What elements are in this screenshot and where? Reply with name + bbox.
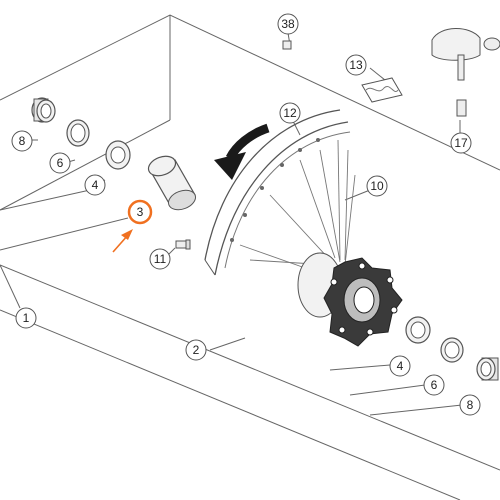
wheel-hub [297, 252, 403, 347]
svg-text:13: 13 [349, 58, 363, 72]
svg-text:38: 38 [281, 17, 295, 31]
callout-12: 12 [279, 102, 301, 124]
callout-13: 13 [345, 54, 367, 76]
leader-lines [0, 32, 463, 416]
svg-text:3: 3 [137, 205, 144, 219]
callout-6-right: 6 [423, 374, 445, 396]
callout-10: 10 [366, 175, 388, 197]
part-spacer-sleeve [147, 155, 197, 211]
svg-text:6: 6 [431, 378, 438, 392]
wheel-rim [204, 109, 351, 276]
callout-2: 2 [185, 339, 207, 361]
svg-text:6: 6 [57, 156, 64, 170]
part-seal-right [476, 357, 499, 381]
svg-text:8: 8 [19, 134, 26, 148]
part-bolt [175, 239, 191, 250]
callout-8-right: 8 [459, 394, 481, 416]
svg-text:12: 12 [283, 106, 297, 120]
part-seal-left [31, 97, 56, 123]
part-ring-right [440, 337, 464, 363]
callout-8-left: 8 [11, 130, 33, 152]
callout-17: 17 [450, 132, 472, 154]
part-bearing-right [405, 316, 431, 344]
svg-text:8: 8 [467, 398, 474, 412]
svg-text:4: 4 [397, 359, 404, 373]
callout-11: 11 [149, 248, 171, 270]
part-bearing-left [105, 140, 131, 170]
svg-text:4: 4 [92, 178, 99, 192]
part-ring-left [66, 119, 90, 147]
part-valve-cap [282, 40, 292, 50]
svg-text:17: 17 [454, 136, 468, 150]
svg-text:1: 1 [23, 311, 30, 325]
callout-38: 38 [277, 13, 299, 35]
diagram-frame [0, 14, 500, 500]
part-rim-band [361, 77, 403, 103]
callout-4-right: 4 [389, 355, 411, 377]
svg-text:10: 10 [370, 179, 384, 193]
highlight-pointer-arrow-icon [112, 229, 133, 253]
svg-text:11: 11 [154, 252, 167, 266]
callout-4-left: 4 [84, 174, 106, 196]
part-valve-insert [431, 28, 500, 117]
callout-6-left: 6 [49, 152, 71, 174]
rotation-direction-arrow-icon [214, 123, 270, 180]
callout-1: 1 [15, 307, 37, 329]
svg-text:2: 2 [193, 343, 200, 357]
callout-3-highlighted: 3 [127, 199, 153, 225]
wheel-spokes [239, 139, 356, 276]
